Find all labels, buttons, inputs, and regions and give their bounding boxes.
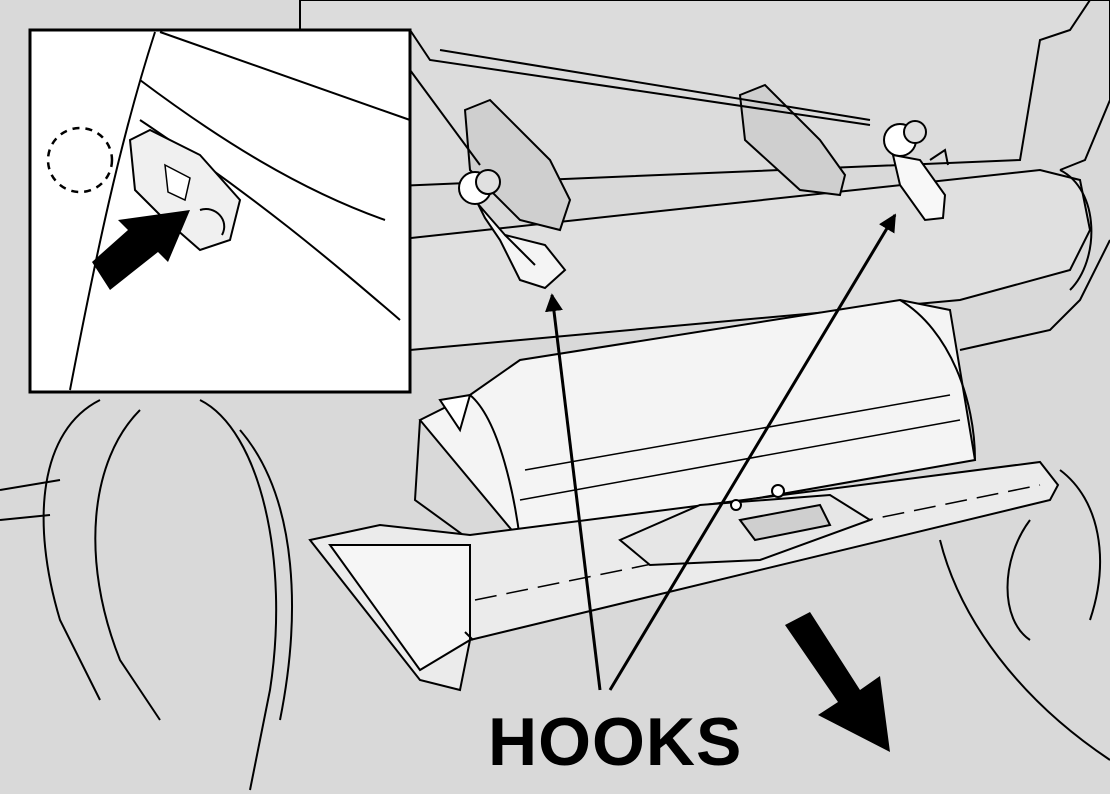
hook-left xyxy=(458,169,567,290)
glovebox-door xyxy=(308,460,1060,692)
left-trim xyxy=(0,399,293,791)
dashed-circle-icon xyxy=(46,126,114,194)
pull-down-arrow-icon xyxy=(785,612,890,752)
inset-detail xyxy=(28,28,412,394)
hook-callout-arrows xyxy=(545,213,897,691)
panel-recesses xyxy=(463,83,847,232)
hook-right xyxy=(883,120,949,222)
right-trim xyxy=(939,469,1110,761)
inset-connector-lines xyxy=(409,29,871,166)
push-arrow-icon xyxy=(92,210,190,290)
hooks-label: HOOKS xyxy=(488,704,743,780)
